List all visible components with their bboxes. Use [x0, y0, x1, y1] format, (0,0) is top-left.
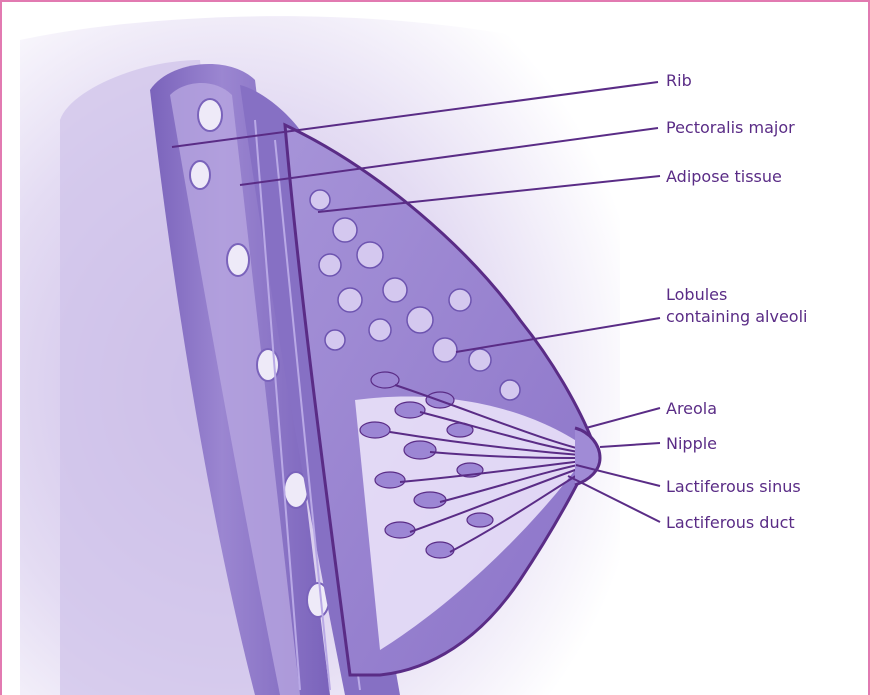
label-nipple: Nipple	[666, 433, 717, 455]
label-rib: Rib	[666, 70, 692, 92]
label-lactiferous-duct: Lactiferous duct	[666, 512, 795, 534]
label-lobules-containing-alveoli: Lobules containing alveoli	[666, 284, 816, 328]
label-lactiferous-sinus: Lactiferous sinus	[666, 476, 801, 498]
label-areola: Areola	[666, 398, 717, 420]
label-pectoralis-major: Pectoralis major	[666, 117, 795, 139]
label-adipose-tissue: Adipose tissue	[666, 166, 782, 188]
